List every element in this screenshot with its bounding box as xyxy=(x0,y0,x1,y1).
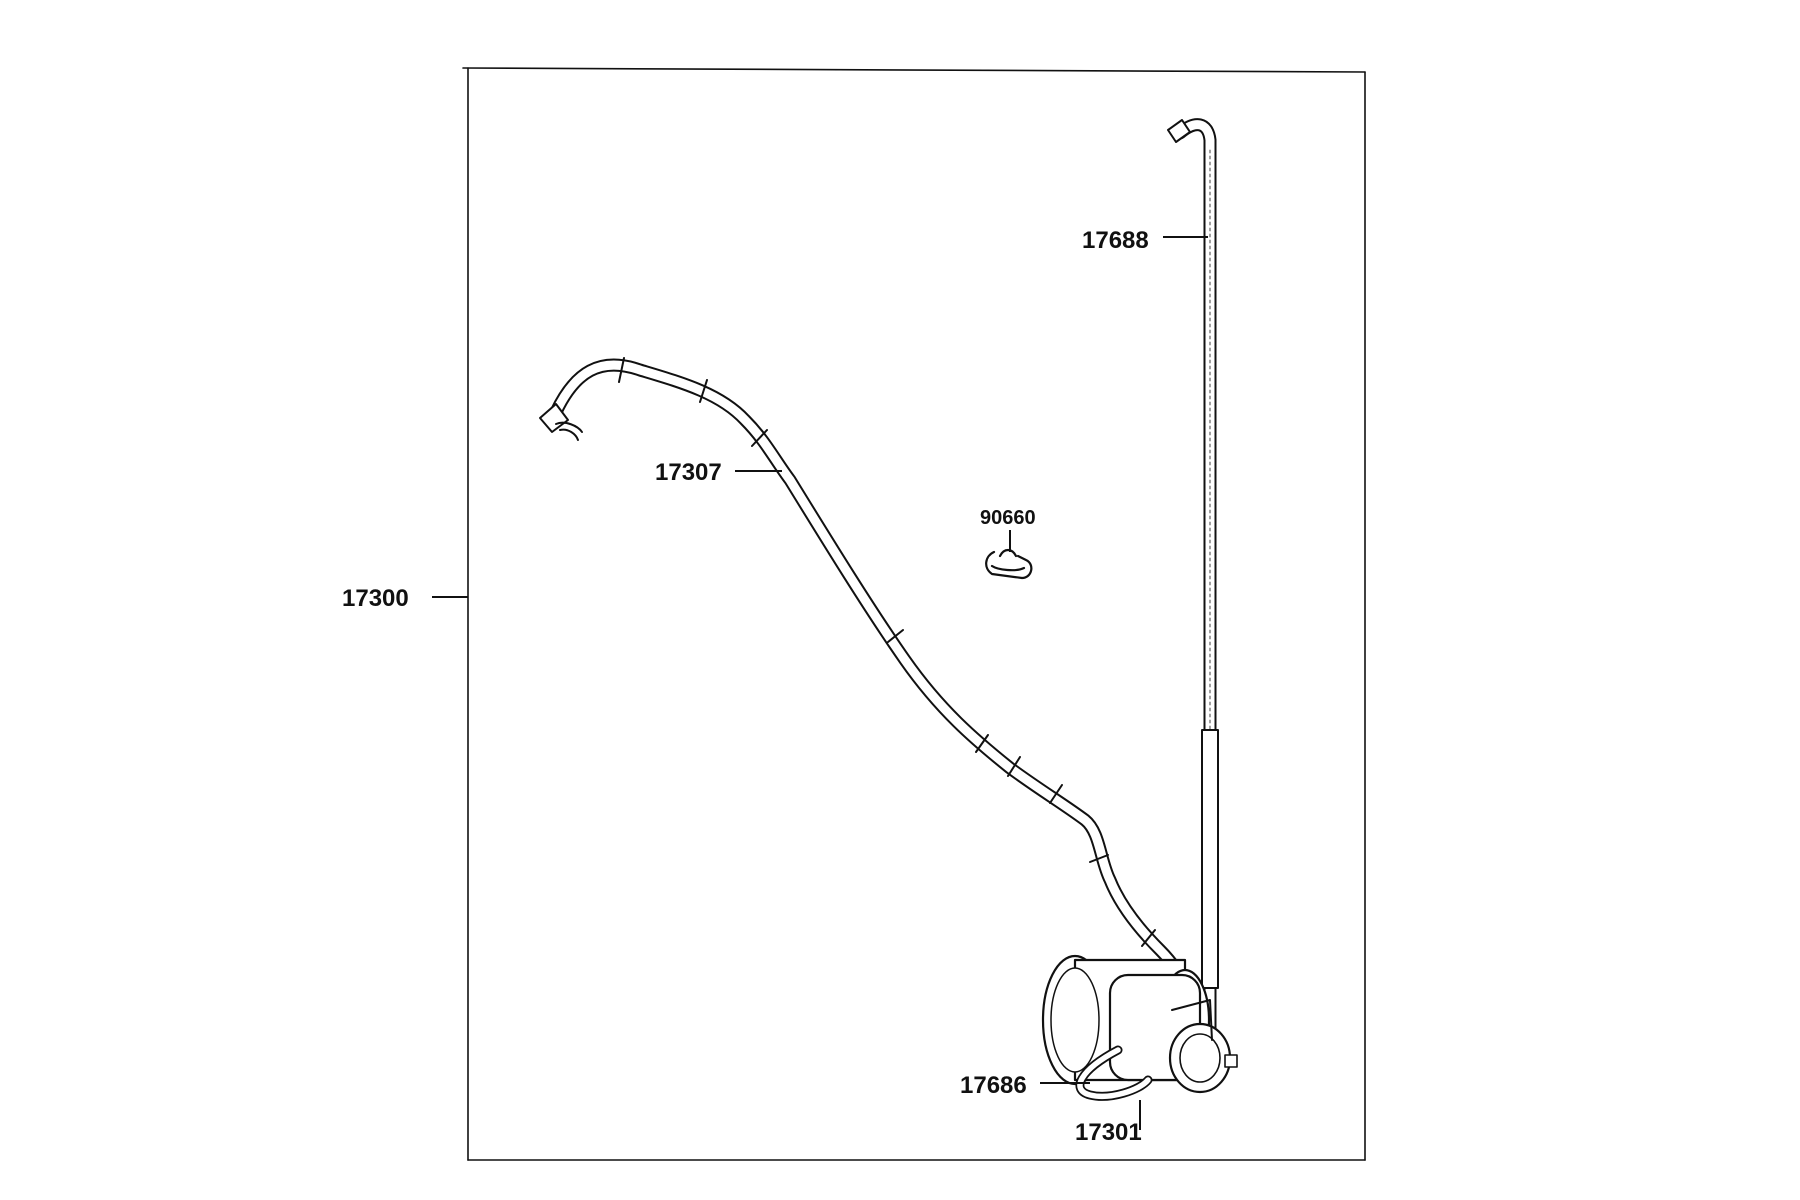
label-canister: 17301 xyxy=(1075,1119,1142,1146)
label-long-hose: 17307 xyxy=(655,459,722,486)
vertical-hose-17688 xyxy=(1167,118,1219,1037)
assembly-frame xyxy=(462,67,1366,1161)
label-assembly: 17300 xyxy=(342,585,409,612)
long-hose-17307 xyxy=(539,357,1207,1042)
canister-17301 xyxy=(1041,954,1238,1094)
label-canister-hose: 17686 xyxy=(960,1072,1027,1099)
canister-hose-17686 xyxy=(1075,1045,1153,1101)
clamp-90660 xyxy=(985,548,1033,580)
label-vertical-hose: 17688 xyxy=(1082,227,1149,254)
label-clamp: 90660 xyxy=(980,507,1036,529)
